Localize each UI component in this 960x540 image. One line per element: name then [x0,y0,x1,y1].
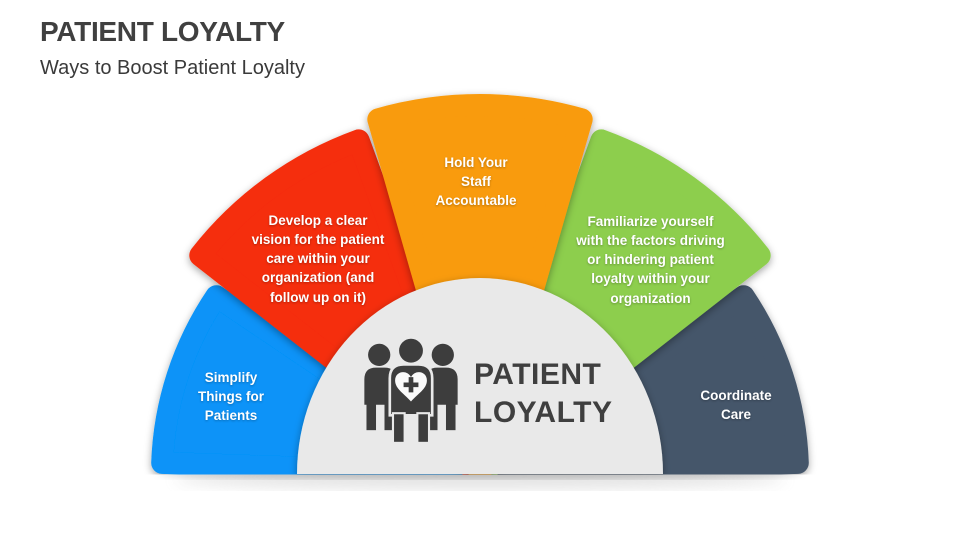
page-subtitle: Ways to Boost Patient Loyalty [40,57,305,79]
people-group-heart-icon [364,336,458,444]
slide-header: PATIENT LOYALTY Ways to Boost Patient Lo… [40,16,305,80]
medical-cross-icon [403,377,419,393]
page-title: PATIENT LOYALTY [40,16,285,47]
